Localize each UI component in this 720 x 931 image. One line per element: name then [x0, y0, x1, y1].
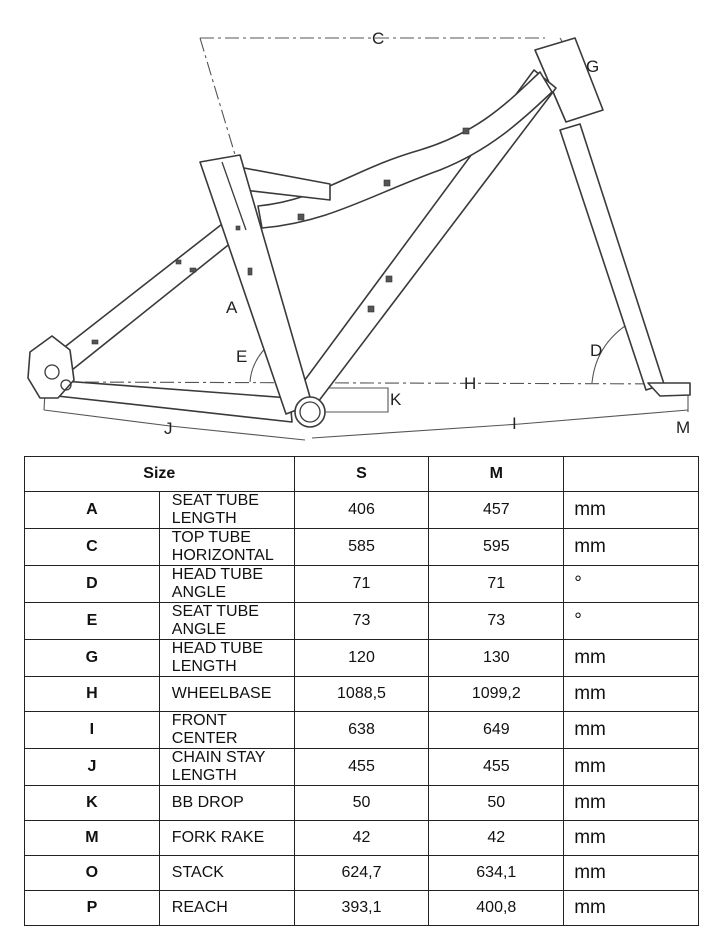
row-value-m: 595: [428, 528, 565, 566]
row-value-m: 42: [428, 820, 565, 856]
row-unit: °: [563, 602, 699, 640]
row-letter: C: [24, 528, 160, 566]
header-size-m: M: [428, 456, 565, 492]
row-measure-name: BB DROP: [158, 785, 295, 821]
row-value-m: 73: [428, 602, 565, 640]
row-value-m: 649: [428, 711, 565, 749]
row-measure-name: REACH: [158, 890, 295, 926]
row-letter: M: [24, 820, 160, 856]
row-unit: mm: [563, 711, 699, 749]
label-j: J: [164, 419, 173, 438]
row-measure-name: HEAD TUBE LENGTH: [158, 639, 295, 677]
row-unit: mm: [563, 855, 699, 891]
row-letter: G: [24, 639, 160, 677]
row-measure-name: HEAD TUBE ANGLE: [158, 565, 295, 603]
row-value-s: 455: [293, 748, 430, 786]
row-value-s: 393,1: [293, 890, 430, 926]
label-h: H: [464, 374, 476, 393]
label-e: E: [236, 347, 247, 366]
row-value-m: 71: [428, 565, 565, 603]
row-measure-name: FORK RAKE: [158, 820, 295, 856]
row-letter: O: [24, 855, 160, 891]
row-measure-name: WHEELBASE: [158, 676, 295, 712]
row-value-s: 638: [293, 711, 430, 749]
row-unit: mm: [563, 639, 699, 677]
label-c: C: [372, 29, 384, 48]
row-letter: H: [24, 676, 160, 712]
row-value-m: 1099,2: [428, 676, 565, 712]
row-unit: mm: [563, 820, 699, 856]
row-unit: °: [563, 565, 699, 603]
row-value-s: 624,7: [293, 855, 430, 891]
row-letter: P: [24, 890, 160, 926]
row-unit: mm: [563, 748, 699, 786]
label-m: M: [676, 418, 690, 437]
row-letter: A: [24, 491, 160, 529]
row-letter: J: [24, 748, 160, 786]
row-unit: mm: [563, 528, 699, 566]
table-header-row: Size S M: [24, 456, 699, 492]
row-unit: mm: [563, 491, 699, 529]
row-value-m: 455: [428, 748, 565, 786]
row-value-m: 50: [428, 785, 565, 821]
row-value-m: 457: [428, 491, 565, 529]
row-letter: E: [24, 602, 160, 640]
row-measure-name: FRONT CENTER: [158, 711, 295, 749]
label-a: A: [226, 298, 238, 317]
row-unit: mm: [563, 890, 699, 926]
row-value-m: 400,8: [428, 890, 565, 926]
frame-geometry-diagram: C G A E D H K J I M: [27, 29, 691, 441]
row-measure-name: TOP TUBE HORIZONTAL: [158, 528, 295, 566]
row-value-s: 120: [293, 639, 430, 677]
row-value-s: 585: [293, 528, 430, 566]
row-value-s: 73: [293, 602, 430, 640]
row-measure-name: STACK: [158, 855, 295, 891]
label-k: K: [390, 390, 402, 409]
row-unit: mm: [563, 785, 699, 821]
label-i: I: [512, 414, 517, 433]
header-unit: [563, 456, 699, 492]
row-letter: D: [24, 565, 160, 603]
bike-frame: [27, 37, 691, 428]
row-unit: mm: [563, 676, 699, 712]
row-letter: K: [24, 785, 160, 821]
row-value-s: 406: [293, 491, 430, 529]
label-d: D: [590, 341, 602, 360]
header-size-s: S: [293, 456, 430, 492]
row-measure-name: CHAIN STAY LENGTH: [158, 748, 295, 786]
row-value-s: 42: [293, 820, 430, 856]
row-measure-name: SEAT TUBE LENGTH: [158, 491, 295, 529]
row-value-s: 71: [293, 565, 430, 603]
row-value-m: 634,1: [428, 855, 565, 891]
header-size: Size: [24, 456, 295, 492]
row-letter: I: [24, 711, 160, 749]
row-value-s: 1088,5: [293, 676, 430, 712]
dimension-labels: C G A E D H K J I M: [164, 29, 690, 438]
label-g: G: [586, 57, 599, 76]
row-value-s: 50: [293, 785, 430, 821]
row-measure-name: SEAT TUBE ANGLE: [158, 602, 295, 640]
row-value-m: 130: [428, 639, 565, 677]
